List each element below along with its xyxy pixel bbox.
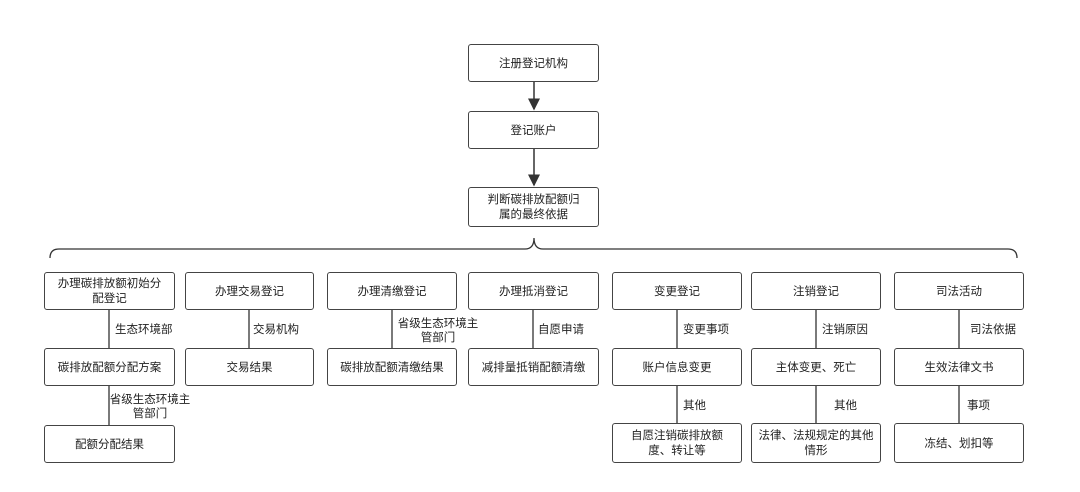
- col5-head-box: 变更登记: [612, 272, 742, 310]
- col3-mid-box: 碳排放配额清缴结果: [327, 348, 457, 386]
- col6-head-box: 注销登记: [751, 272, 881, 310]
- col7-head-box: 司法活动: [894, 272, 1024, 310]
- curly-brace: [49, 237, 1018, 259]
- col5-edge2-label: 其他: [683, 398, 706, 412]
- col6-edge1-label: 注销原因: [822, 322, 868, 336]
- col7-edge2-label: 事项: [967, 398, 990, 412]
- col7-bottom-box: 冻结、划扣等: [894, 423, 1024, 463]
- col1-edge1-label: 生态环境部: [115, 322, 173, 336]
- col6-edge2-label: 其他: [834, 398, 857, 412]
- col4-mid-box: 减排量抵销配额清缴: [468, 348, 599, 386]
- col7-edge1-label: 司法依据: [970, 322, 1016, 336]
- col3-head-box: 办理清缴登记: [327, 272, 457, 310]
- col5-bottom-box: 自愿注销碳排放额度、转让等: [612, 423, 742, 463]
- col1-head-box: 办理碳排放额初始分配登记: [44, 272, 175, 310]
- judge-basis-box: 判断碳排放配额归属的最终依据: [468, 187, 599, 227]
- col6-bottom-box: 法律、法规规定的其他情形: [751, 423, 881, 463]
- col5-mid-box: 账户信息变更: [612, 348, 742, 386]
- col4-edge1-label: 自愿申请: [538, 322, 584, 336]
- register-org-box: 注册登记机构: [468, 44, 599, 82]
- col7-mid-box: 生效法律文书: [894, 348, 1024, 386]
- col1-edge2-label: 省级生态环境主管部门: [109, 392, 191, 420]
- col1-bottom-box: 配额分配结果: [44, 425, 175, 463]
- col2-mid-box: 交易结果: [185, 348, 314, 386]
- col1-mid-box: 碳排放配额分配方案: [44, 348, 175, 386]
- col4-head-box: 办理抵消登记: [468, 272, 599, 310]
- col2-head-box: 办理交易登记: [185, 272, 314, 310]
- col2-edge1-label: 交易机构: [253, 322, 299, 336]
- col6-mid-box: 主体变更、死亡: [751, 348, 881, 386]
- register-account-box: 登记账户: [468, 111, 599, 149]
- col3-edge1-label: 省级生态环境主管部门: [397, 316, 479, 344]
- col5-edge1-label: 变更事项: [683, 322, 729, 336]
